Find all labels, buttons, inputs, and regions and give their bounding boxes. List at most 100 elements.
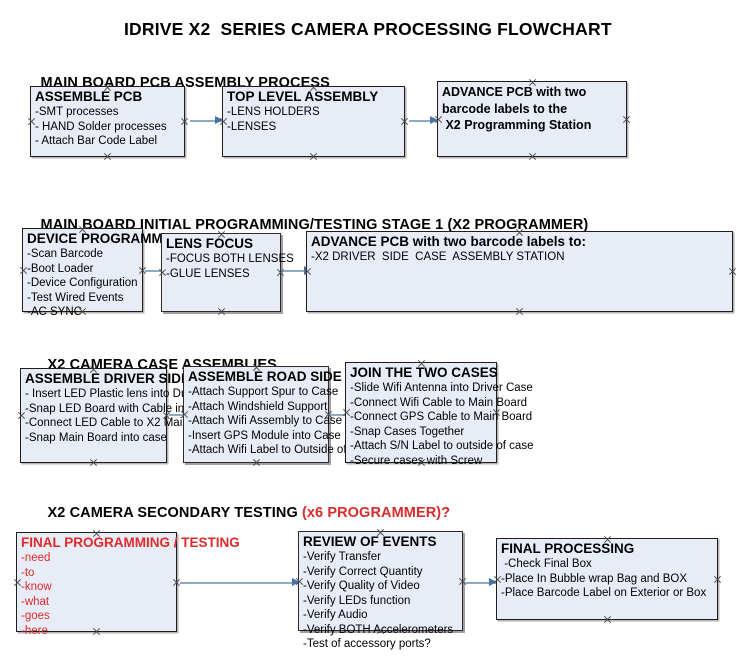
- connection-handle-left[interactable]: [19, 266, 28, 275]
- node-title: REVIEW OF EVENTS: [303, 534, 437, 549]
- node-line: -Test Wired Events: [27, 291, 124, 304]
- node-line: -Attach Windshield Support: [188, 400, 328, 413]
- node-line: -AC SYNC: [27, 306, 82, 318]
- connection-handle-left[interactable]: [13, 578, 22, 587]
- node-line: -Device Configuration: [27, 277, 138, 289]
- node-line: -Secure cases with Screw: [350, 454, 483, 467]
- connection-handle-left[interactable]: [295, 577, 304, 586]
- node-device-programming[interactable]: DEVICE PROGRAMMING -Scan Barcode -Boot L…: [19, 225, 187, 318]
- connection-handle-left[interactable]: [180, 410, 189, 419]
- connection-handle-left[interactable]: [434, 115, 443, 124]
- node-line: -SMT processes: [35, 106, 119, 118]
- page-title: IDRIVE X2 SERIES CAMERA PROCESSING FLOWC…: [124, 19, 612, 39]
- node-line: -GLUE LENSES: [166, 267, 250, 280]
- connection-handle-right[interactable]: [713, 575, 722, 584]
- node-line: -what: [21, 595, 50, 608]
- arrow-review-of-events-to-final-processing: [465, 578, 497, 587]
- node-title: LENS FOCUS: [166, 236, 254, 251]
- node-line: -Attach Support Spur to Case: [188, 386, 339, 398]
- connection-handle-left[interactable]: [303, 267, 312, 276]
- node-line: -Verify LEDs function: [303, 594, 411, 607]
- node-title: TOP LEVEL ASSEMBLY: [227, 89, 379, 104]
- node-line: -Boot Loader: [27, 262, 94, 275]
- arrow-final-programming-to-review-of-events: [180, 578, 300, 587]
- connection-handle-top[interactable]: [603, 535, 612, 544]
- node-line: -goes: [21, 610, 50, 622]
- arrow-assemble-pcb-to-top-level-assembly: [190, 116, 223, 125]
- connection-handle-left[interactable]: [493, 575, 502, 584]
- node-line: -Verify BOTH Accelerometers: [303, 623, 454, 636]
- connection-handle-bottom[interactable]: [252, 458, 261, 467]
- connection-handle-top[interactable]: [309, 83, 318, 92]
- node-line: - Attach Bar Code Label: [35, 135, 158, 147]
- connection-handle-right[interactable]: [400, 117, 409, 126]
- node-join-the-two-cases[interactable]: JOIN THE TWO CASES -Slide Wifi Antenna i…: [342, 359, 534, 467]
- node-line: -Snap Cases Together: [350, 425, 465, 438]
- connection-handle-bottom[interactable]: [376, 626, 385, 635]
- node-line: -Insert GPS Module into Case: [188, 429, 341, 442]
- connection-handle-top[interactable]: [528, 78, 537, 87]
- connection-handle-left[interactable]: [219, 117, 228, 126]
- connection-handle-top[interactable]: [417, 359, 426, 368]
- connection-handle-top[interactable]: [515, 228, 524, 237]
- node-line: -Snap LED Board with Cable into Case: [25, 402, 224, 415]
- connection-handle-bottom[interactable]: [92, 627, 101, 636]
- node-title: ASSEMBLE PCB: [35, 89, 143, 104]
- connection-handle-right[interactable]: [622, 115, 631, 124]
- node-line: - Insert LED Plastic lens into Driver Ca…: [25, 388, 234, 400]
- node-line: -Place In Bubble wrap Bag and BOX: [501, 572, 688, 585]
- node-final-processing[interactable]: FINAL PROCESSING -Check Final Box -Place…: [496, 538, 718, 620]
- node-line: -FOCUS BOTH LENSES: [166, 253, 294, 265]
- connection-handle-right[interactable]: [492, 408, 501, 417]
- node-advance-pcb-driver-side-case[interactable]: ADVANCE PCB with two barcode labels to: …: [306, 231, 733, 312]
- node-line: -know: [21, 581, 52, 593]
- connection-handle-bottom[interactable]: [515, 307, 524, 316]
- node-line: X2 Programming Station: [442, 118, 592, 132]
- connection-handle-bottom[interactable]: [603, 615, 612, 624]
- node-line: -Connect GPS Cable to Main Board: [350, 411, 533, 423]
- node-line: -Attach Wifi Assembly to Case: [188, 415, 343, 427]
- node-line: -Attach S/N Label to outside of case: [350, 440, 534, 452]
- node-title: FINAL PROGRAMMING / TESTING: [21, 535, 240, 550]
- connection-handle-left[interactable]: [342, 408, 351, 417]
- node-advance-pcb-programming-station[interactable]: ADVANCE PCB with two barcode labels to t…: [437, 81, 627, 157]
- node-line: -need: [21, 552, 51, 564]
- connection-handle-bottom[interactable]: [309, 152, 318, 161]
- node-final-programming-testing[interactable]: FINAL PROGRAMMING / TESTING -need -to -k…: [13, 529, 240, 637]
- section-heading-text: MAIN BOARD INITIAL PROGRAMMING/TESTING S…: [40, 217, 589, 233]
- node-lens-focus[interactable]: LENS FOCUS -FOCUS BOTH LENSES -GLUE LENS…: [158, 230, 294, 312]
- connection-handle-bottom[interactable]: [103, 152, 112, 161]
- connection-handle-left[interactable]: [27, 117, 36, 126]
- node-assemble-driver-side-case[interactable]: ASSEMBLE DRIVER SIDE CASE - Insert LED P…: [17, 365, 234, 463]
- connection-handle-left[interactable]: [158, 268, 167, 277]
- connection-handle-top[interactable]: [376, 528, 385, 537]
- node-line: -LENS HOLDERS: [227, 106, 320, 118]
- node-line: -Verify Audio: [303, 609, 368, 621]
- connection-handle-top[interactable]: [92, 529, 101, 538]
- node-assemble-road-side-case[interactable]: ASSEMBLE ROAD SIDE CASE -Attach Support …: [180, 363, 383, 463]
- section-heading-accent: (x6 PROGRAMMER)?: [301, 505, 451, 521]
- node-review-of-events[interactable]: REVIEW OF EVENTS -Verify Transfer -Verif…: [295, 528, 463, 650]
- connection-handle-top[interactable]: [217, 230, 226, 239]
- section-heading-x2-camera-secondary-testing: X2 CAMERA SECONDARY TESTING (x6 PROGRAMM…: [31, 489, 451, 537]
- connection-handle-bottom[interactable]: [217, 307, 226, 316]
- node-line: -Scan Barcode: [27, 248, 104, 260]
- node-line: - HAND Solder processes: [35, 120, 167, 133]
- node-assemble-pcb[interactable]: ASSEMBLE PCB -SMT processes - HAND Solde…: [30, 86, 185, 157]
- connection-handle-left[interactable]: [17, 411, 26, 420]
- connection-handle-top[interactable]: [103, 83, 112, 92]
- node-title: ADVANCE PCB with two: [442, 85, 587, 99]
- node-top-level-assembly[interactable]: TOP LEVEL ASSEMBLY -LENS HOLDERS -LENSES: [222, 86, 405, 157]
- node-line: -Verify Correct Quantity: [303, 565, 423, 578]
- connection-handle-bottom[interactable]: [89, 458, 98, 467]
- connection-handle-top[interactable]: [89, 365, 98, 374]
- connection-handle-bottom[interactable]: [78, 307, 87, 316]
- connection-handle-bottom[interactable]: [528, 152, 537, 161]
- node-line: -Connect Wifi Cable to Main Board: [350, 396, 528, 409]
- connection-handle-top[interactable]: [252, 363, 261, 372]
- connection-handle-bottom[interactable]: [417, 458, 426, 467]
- node-line: -X2 DRIVER SIDE CASE ASSEMBLY STATION: [311, 251, 565, 263]
- connection-handle-top[interactable]: [78, 225, 87, 234]
- connection-handle-right[interactable]: [728, 267, 737, 276]
- connection-handle-right[interactable]: [180, 117, 189, 126]
